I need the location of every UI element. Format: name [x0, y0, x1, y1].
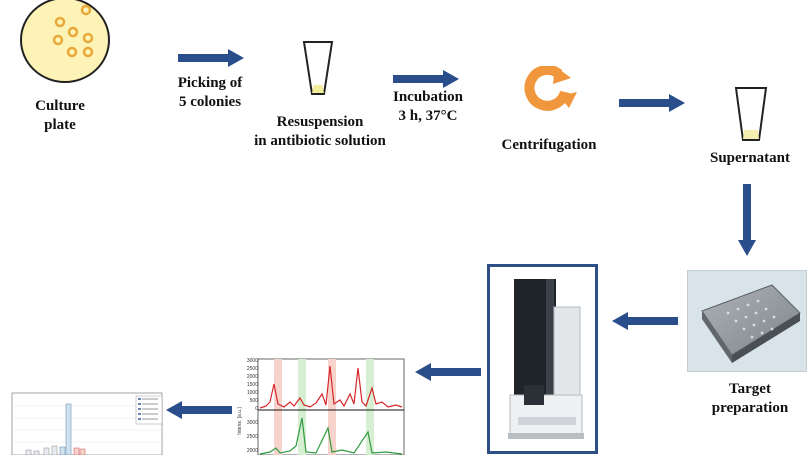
centrifugation-label: Centrifugation [501, 137, 597, 153]
arrow-right-icon [619, 94, 685, 112]
spectrum-tick-label: 1000 [246, 390, 258, 396]
spectrum-tick-label: 1500 [246, 382, 258, 388]
spectrum-tick-label: 3000 [246, 358, 258, 364]
arrow-left-icon [166, 401, 232, 419]
spectrum-tick-label: 0 [255, 406, 258, 412]
culture-plate-icon [20, 0, 110, 83]
tube-icon [302, 41, 334, 95]
spectrum-tick-label: 500 [249, 398, 258, 404]
spectrum-tick-label: 2500 [246, 366, 258, 372]
resuspension-label: Resuspension in antibiotic solution [254, 114, 386, 149]
result-bar-chart-thumbnail [4, 392, 164, 455]
arrow-right-icon [393, 70, 459, 88]
spectrum-tick-label: 3000 [246, 420, 258, 426]
incubation-label: Incubation 3 h, 37°C [392, 89, 464, 124]
arrow-right-icon [178, 49, 244, 67]
target-plate-photo [687, 270, 807, 372]
arrow-left-icon [612, 312, 678, 330]
target-preparation-label: Target preparation [711, 381, 789, 416]
supernatant-label: Supernatant [709, 150, 791, 166]
arrow-left-icon [415, 363, 481, 381]
spectrum-tick-label: 2500 [246, 434, 258, 440]
picking-label: Picking of 5 colonies [177, 75, 243, 110]
spectrum-ylabel: Intens. [a.u.] [236, 407, 243, 435]
supernatant-tube-icon [734, 87, 768, 141]
culture-plate-label: Culture plate [35, 98, 85, 133]
spectrum-tick-label: 2000 [246, 374, 258, 380]
spectrum-tick-label: 2000 [246, 448, 258, 454]
arrow-down-icon [738, 184, 756, 256]
centrifuge-icon [524, 66, 577, 111]
maldi-tof-instrument-photo [487, 264, 598, 454]
